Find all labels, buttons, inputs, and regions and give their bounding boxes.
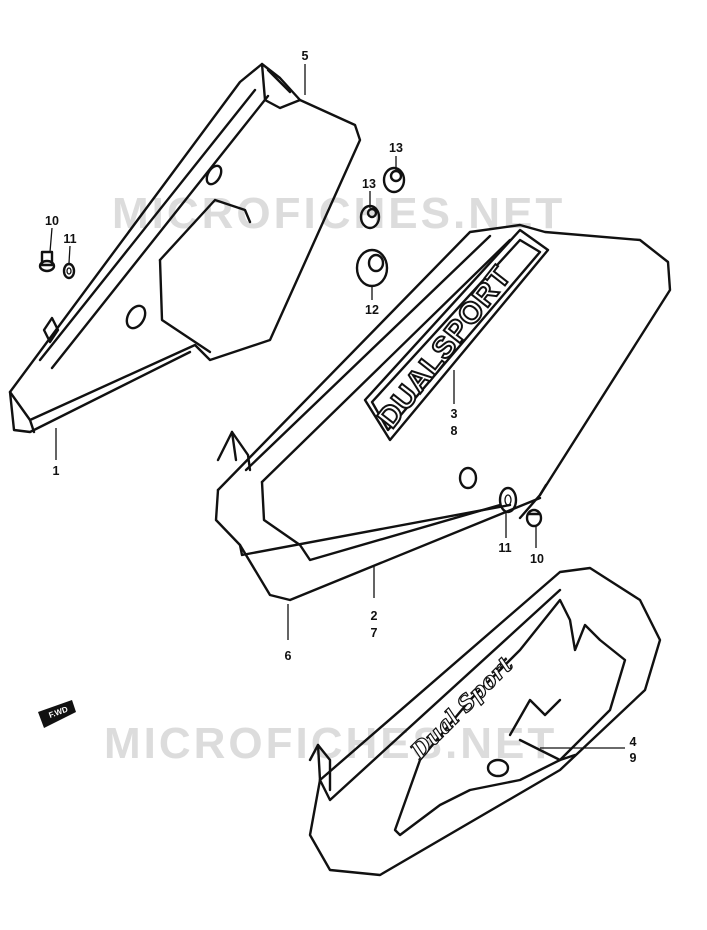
callout-11-right: 11	[498, 541, 511, 555]
grommet-12	[355, 248, 389, 288]
callout-10-right: 10	[530, 552, 544, 566]
callout-7: 7	[371, 626, 378, 640]
callout-3: 3	[451, 407, 458, 421]
dualsport-emblem-text: DUALSPORT	[372, 260, 518, 435]
callout-10-left: 10	[45, 214, 59, 228]
washer-11-right	[498, 486, 518, 514]
cushion-13-top	[382, 166, 406, 194]
forward-arrow-icon: F.WD	[38, 700, 76, 728]
callout-9: 9	[630, 751, 637, 765]
center-frame-cover	[214, 223, 672, 602]
callout-12: 12	[365, 303, 379, 317]
callout-6: 6	[285, 649, 292, 663]
callout-8: 8	[451, 424, 458, 438]
callout-2: 2	[371, 609, 378, 623]
screw-10-left	[38, 250, 56, 273]
callout-1: 1	[53, 464, 60, 478]
callout-11-left: 11	[63, 232, 76, 246]
watermark-top: MICROFICHES.NET	[112, 189, 565, 238]
leader-lines	[49, 64, 625, 749]
washer-11-left	[62, 262, 76, 280]
callout-numbers: 5 13 13 10 11 12 3 8 1 11 10 2 7 6 4 9	[45, 49, 636, 765]
callout-5: 5	[302, 49, 309, 63]
callout-13-top: 13	[389, 141, 403, 155]
left-frame-cover	[8, 62, 362, 434]
callout-13-middle: 13	[362, 177, 376, 191]
callout-4: 4	[630, 735, 637, 749]
screw-10-right	[525, 508, 543, 528]
